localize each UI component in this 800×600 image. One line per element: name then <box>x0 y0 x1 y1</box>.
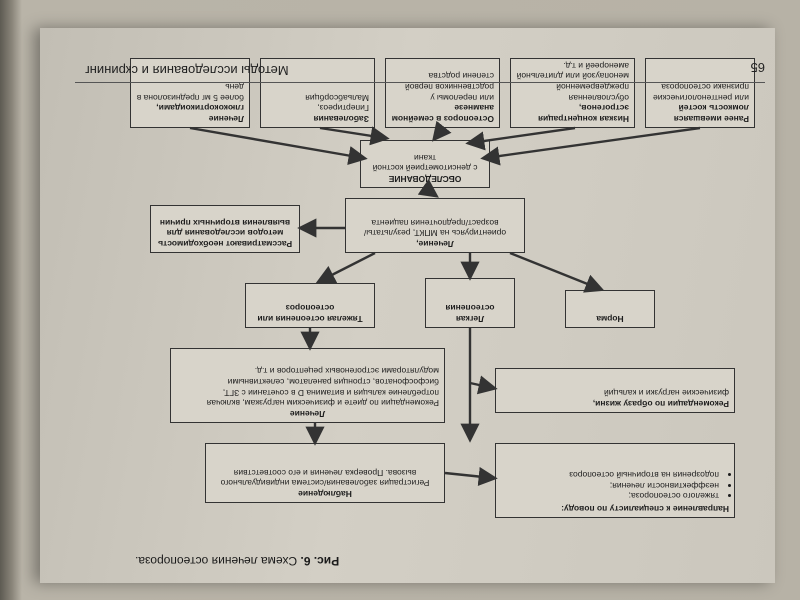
arrow-risk2-exam <box>465 126 576 151</box>
book-page: Рис. 6. Схема лечения остеопороза. Напра… <box>40 28 775 583</box>
header-rule <box>75 82 765 83</box>
flow-arrows <box>189 120 701 487</box>
running-header: Методы исследования и скрининг <box>85 63 289 78</box>
arrow-exam-treat <box>417 178 439 198</box>
arrow-risk4-exam <box>319 126 390 146</box>
arrow-to-recommend <box>469 375 498 395</box>
arrow-risk1-exam <box>480 126 701 166</box>
page-number: 65 <box>750 60 765 75</box>
rotated-page-content: Рис. 6. Схема лечения остеопороза. Напра… <box>40 28 775 583</box>
arrow-treat-norm <box>509 251 605 293</box>
arrow-risk3-exam <box>432 120 452 142</box>
arrow-observe-refer <box>444 466 498 487</box>
arrow-treat-severe <box>315 251 376 284</box>
arrow-risk5-exam <box>189 126 368 165</box>
